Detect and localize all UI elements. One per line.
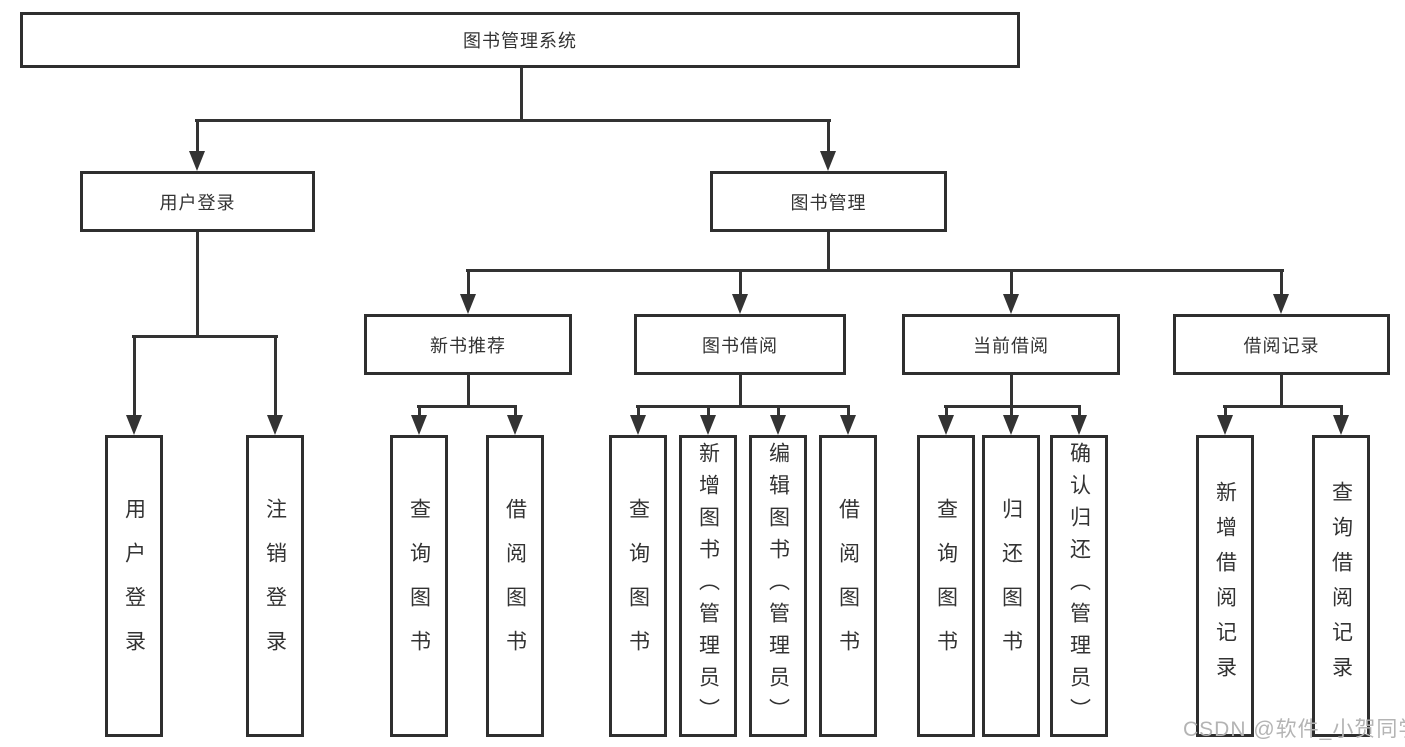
arrowhead-down-icon <box>732 294 748 314</box>
node-current-borrowing-label: 当前借阅 <box>973 335 1049 356</box>
arrowhead-down-icon <box>630 415 646 435</box>
node-leaf-br-query-record-label: 查询借阅记录 <box>1329 481 1353 691</box>
node-new-book-recommend: 新书推荐 <box>364 314 572 375</box>
node-leaf-bb-query-book: 查询图书 <box>609 435 667 737</box>
connector-drop-ul-login <box>133 335 136 417</box>
arrowhead-down-icon <box>1217 415 1233 435</box>
connector-drop-leaf <box>1224 405 1227 417</box>
node-leaf-bb-borrow-book-label: 借阅图书 <box>836 498 860 674</box>
node-leaf-rec-borrow-book-label: 借阅图书 <box>503 498 527 674</box>
connector-book-mgmt-stem <box>827 232 830 271</box>
arrowhead-down-icon <box>507 415 523 435</box>
connector-user-login-stem <box>196 232 199 337</box>
connector-root-stem <box>520 68 523 121</box>
arrowhead-down-icon <box>1003 294 1019 314</box>
connector-drop-current-borrow <box>1010 269 1013 296</box>
node-current-borrowing: 当前借阅 <box>902 314 1120 375</box>
connector-current-borrow-stem <box>1010 374 1013 407</box>
node-user-login-label: 用户登录 <box>159 192 236 213</box>
arrowhead-down-icon <box>770 415 786 435</box>
connector-book-borrow-stem <box>739 374 742 407</box>
node-leaf-bb-add-book-admin-label: 新增图书（管理员） <box>696 442 720 730</box>
connector-drop-leaf <box>847 405 850 417</box>
connector-drop-ul-logout <box>274 335 277 417</box>
arrowhead-down-icon <box>1273 294 1289 314</box>
arrowhead-down-icon <box>820 151 836 171</box>
connector-drop-leaf <box>514 405 517 417</box>
connector-user-login-branch <box>132 335 278 338</box>
node-leaf-cb-return-book: 归还图书 <box>982 435 1040 737</box>
node-book-management: 图书管理 <box>710 171 947 232</box>
arrowhead-down-icon <box>1333 415 1349 435</box>
node-leaf-bb-edit-book-admin-label: 编辑图书（管理员） <box>766 442 790 730</box>
node-leaf-bb-borrow-book: 借阅图书 <box>819 435 877 737</box>
arrowhead-down-icon <box>411 415 427 435</box>
arrowhead-down-icon <box>938 415 954 435</box>
arrowhead-down-icon <box>189 151 205 171</box>
node-new-book-recommend-label: 新书推荐 <box>430 335 506 356</box>
connector-drop-new-book-rec <box>467 269 470 296</box>
node-borrowing-records-label: 借阅记录 <box>1243 335 1320 356</box>
connector-new-book-rec-branch <box>417 405 517 408</box>
watermark: CSDN @软件_小贺同学 <box>1183 718 1405 741</box>
connector-borrow-records-branch <box>1223 405 1343 408</box>
node-leaf-user-login: 用户登录 <box>105 435 163 737</box>
node-leaf-cb-confirm-return-admin-label: 确认归还（管理员） <box>1067 442 1091 730</box>
connector-borrow-records-stem <box>1280 374 1283 407</box>
connector-drop-leaf <box>1078 405 1081 417</box>
arrowhead-down-icon <box>840 415 856 435</box>
arrowhead-down-icon <box>126 415 142 435</box>
node-borrowing-records: 借阅记录 <box>1173 314 1390 375</box>
node-leaf-bb-edit-book-admin: 编辑图书（管理员） <box>749 435 807 737</box>
arrowhead-down-icon <box>267 415 283 435</box>
node-book-borrowing: 图书借阅 <box>634 314 846 375</box>
connector-new-book-rec-stem <box>467 374 470 407</box>
connector-drop-book-mgmt <box>827 119 830 153</box>
arrowhead-down-icon <box>700 415 716 435</box>
connector-drop-leaf <box>707 405 710 417</box>
node-leaf-br-add-record-label: 新增借阅记录 <box>1213 481 1237 691</box>
connector-book-mgmt-branch <box>466 269 1284 272</box>
node-leaf-bb-query-book-label: 查询图书 <box>626 498 650 674</box>
node-book-management-label: 图书管理 <box>790 192 867 213</box>
arrowhead-down-icon <box>1003 415 1019 435</box>
arrowhead-down-icon <box>1071 415 1087 435</box>
node-library-system: 图书管理系统 <box>20 12 1020 68</box>
node-leaf-br-add-record: 新增借阅记录 <box>1196 435 1254 737</box>
node-leaf-cb-return-book-label: 归还图书 <box>999 498 1023 674</box>
node-library-system-label: 图书管理系统 <box>463 31 577 51</box>
node-leaf-user-login-label: 用户登录 <box>122 498 146 674</box>
connector-drop-leaf <box>418 405 421 417</box>
connector-drop-leaf <box>945 405 948 417</box>
node-leaf-rec-query-book-label: 查询图书 <box>407 498 431 674</box>
node-leaf-bb-add-book-admin: 新增图书（管理员） <box>679 435 737 737</box>
connector-book-borrow-branch <box>636 405 850 408</box>
connector-drop-leaf <box>1010 405 1013 417</box>
node-leaf-cb-query-book: 查询图书 <box>917 435 975 737</box>
node-leaf-rec-borrow-book: 借阅图书 <box>486 435 544 737</box>
connector-root-branch <box>195 119 831 122</box>
connector-drop-leaf <box>777 405 780 417</box>
connector-drop-book-borrow <box>739 269 742 296</box>
connector-drop-leaf <box>637 405 640 417</box>
arrowhead-down-icon <box>460 294 476 314</box>
node-leaf-br-query-record: 查询借阅记录 <box>1312 435 1370 737</box>
node-book-borrowing-label: 图书借阅 <box>702 335 778 356</box>
node-leaf-cb-confirm-return-admin: 确认归还（管理员） <box>1050 435 1108 737</box>
connector-drop-leaf <box>1340 405 1343 417</box>
connector-drop-borrow-records <box>1280 269 1283 296</box>
node-leaf-logout: 注销登录 <box>246 435 304 737</box>
node-leaf-rec-query-book: 查询图书 <box>390 435 448 737</box>
node-leaf-logout-label: 注销登录 <box>263 498 287 674</box>
node-user-login: 用户登录 <box>80 171 315 232</box>
node-leaf-cb-query-book-label: 查询图书 <box>934 498 958 674</box>
connector-drop-user-login <box>196 119 199 153</box>
